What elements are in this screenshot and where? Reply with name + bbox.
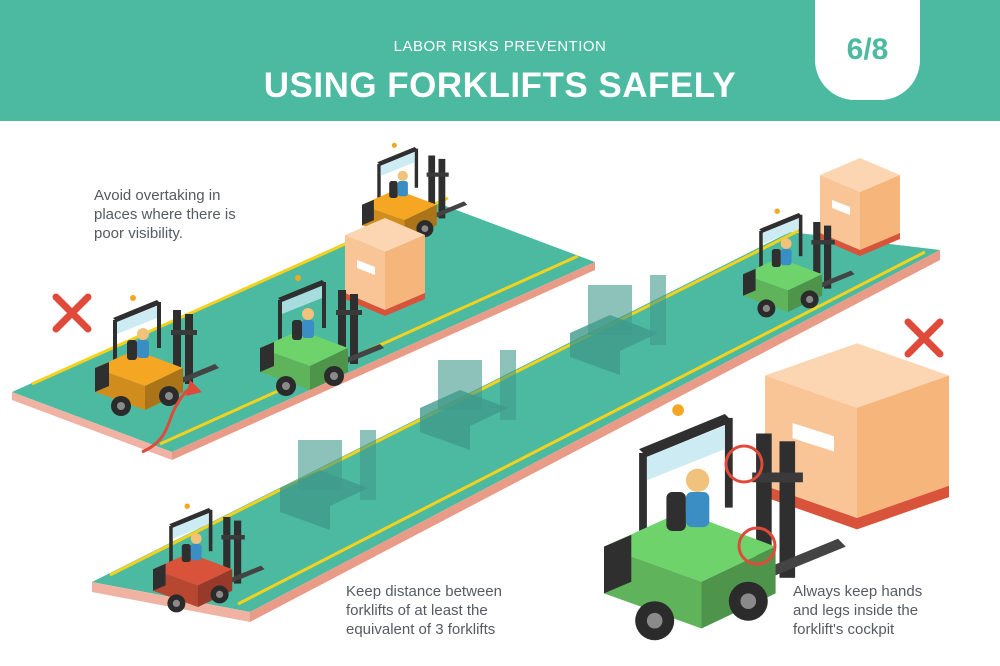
illustration-scene [12, 142, 949, 641]
tip-line: Avoid overtaking in [94, 187, 221, 204]
tip-line: forklift's cockpit [793, 621, 895, 638]
curved-arrow-icon [141, 380, 202, 454]
forklift-green-lane1 [260, 275, 384, 396]
header-banner: LABOR RISKS PREVENTION USING FORKLIFTS S… [0, 0, 1000, 121]
page-indicator-badge: 6/8 [815, 0, 920, 100]
page-indicator: 6/8 [846, 33, 889, 66]
tip-overtaking: Avoid overtaking in places where there i… [94, 186, 236, 243]
header-subtitle: LABOR RISKS PREVENTION [393, 38, 607, 55]
forklift-green-large [604, 404, 846, 641]
red-circle-icon [724, 444, 764, 484]
tip-line: Always keep hands [793, 583, 923, 600]
x-mark-icon [52, 293, 92, 333]
red-circle-icon [737, 526, 777, 566]
tip-cockpit: Always keep hands and legs inside the fo… [793, 582, 922, 639]
tip-distance: Keep distance between forklifts of at le… [346, 582, 502, 639]
page-title: USING FORKLIFTS SAFELY [263, 66, 737, 105]
tip-line: places where there is [94, 206, 236, 223]
tip-line: equivalent of 3 forklifts [346, 621, 496, 638]
forklift-yellow-overtaking [95, 295, 219, 416]
tip-line: and legs inside the [793, 602, 919, 619]
forklift-green-lane2 [743, 208, 855, 318]
forklift-red [153, 503, 265, 613]
tip-line: Keep distance between [346, 583, 502, 600]
tip-line: poor visibility. [94, 225, 183, 242]
x-mark-icon [904, 318, 944, 358]
tip-line: forklifts of at least the [346, 602, 488, 619]
